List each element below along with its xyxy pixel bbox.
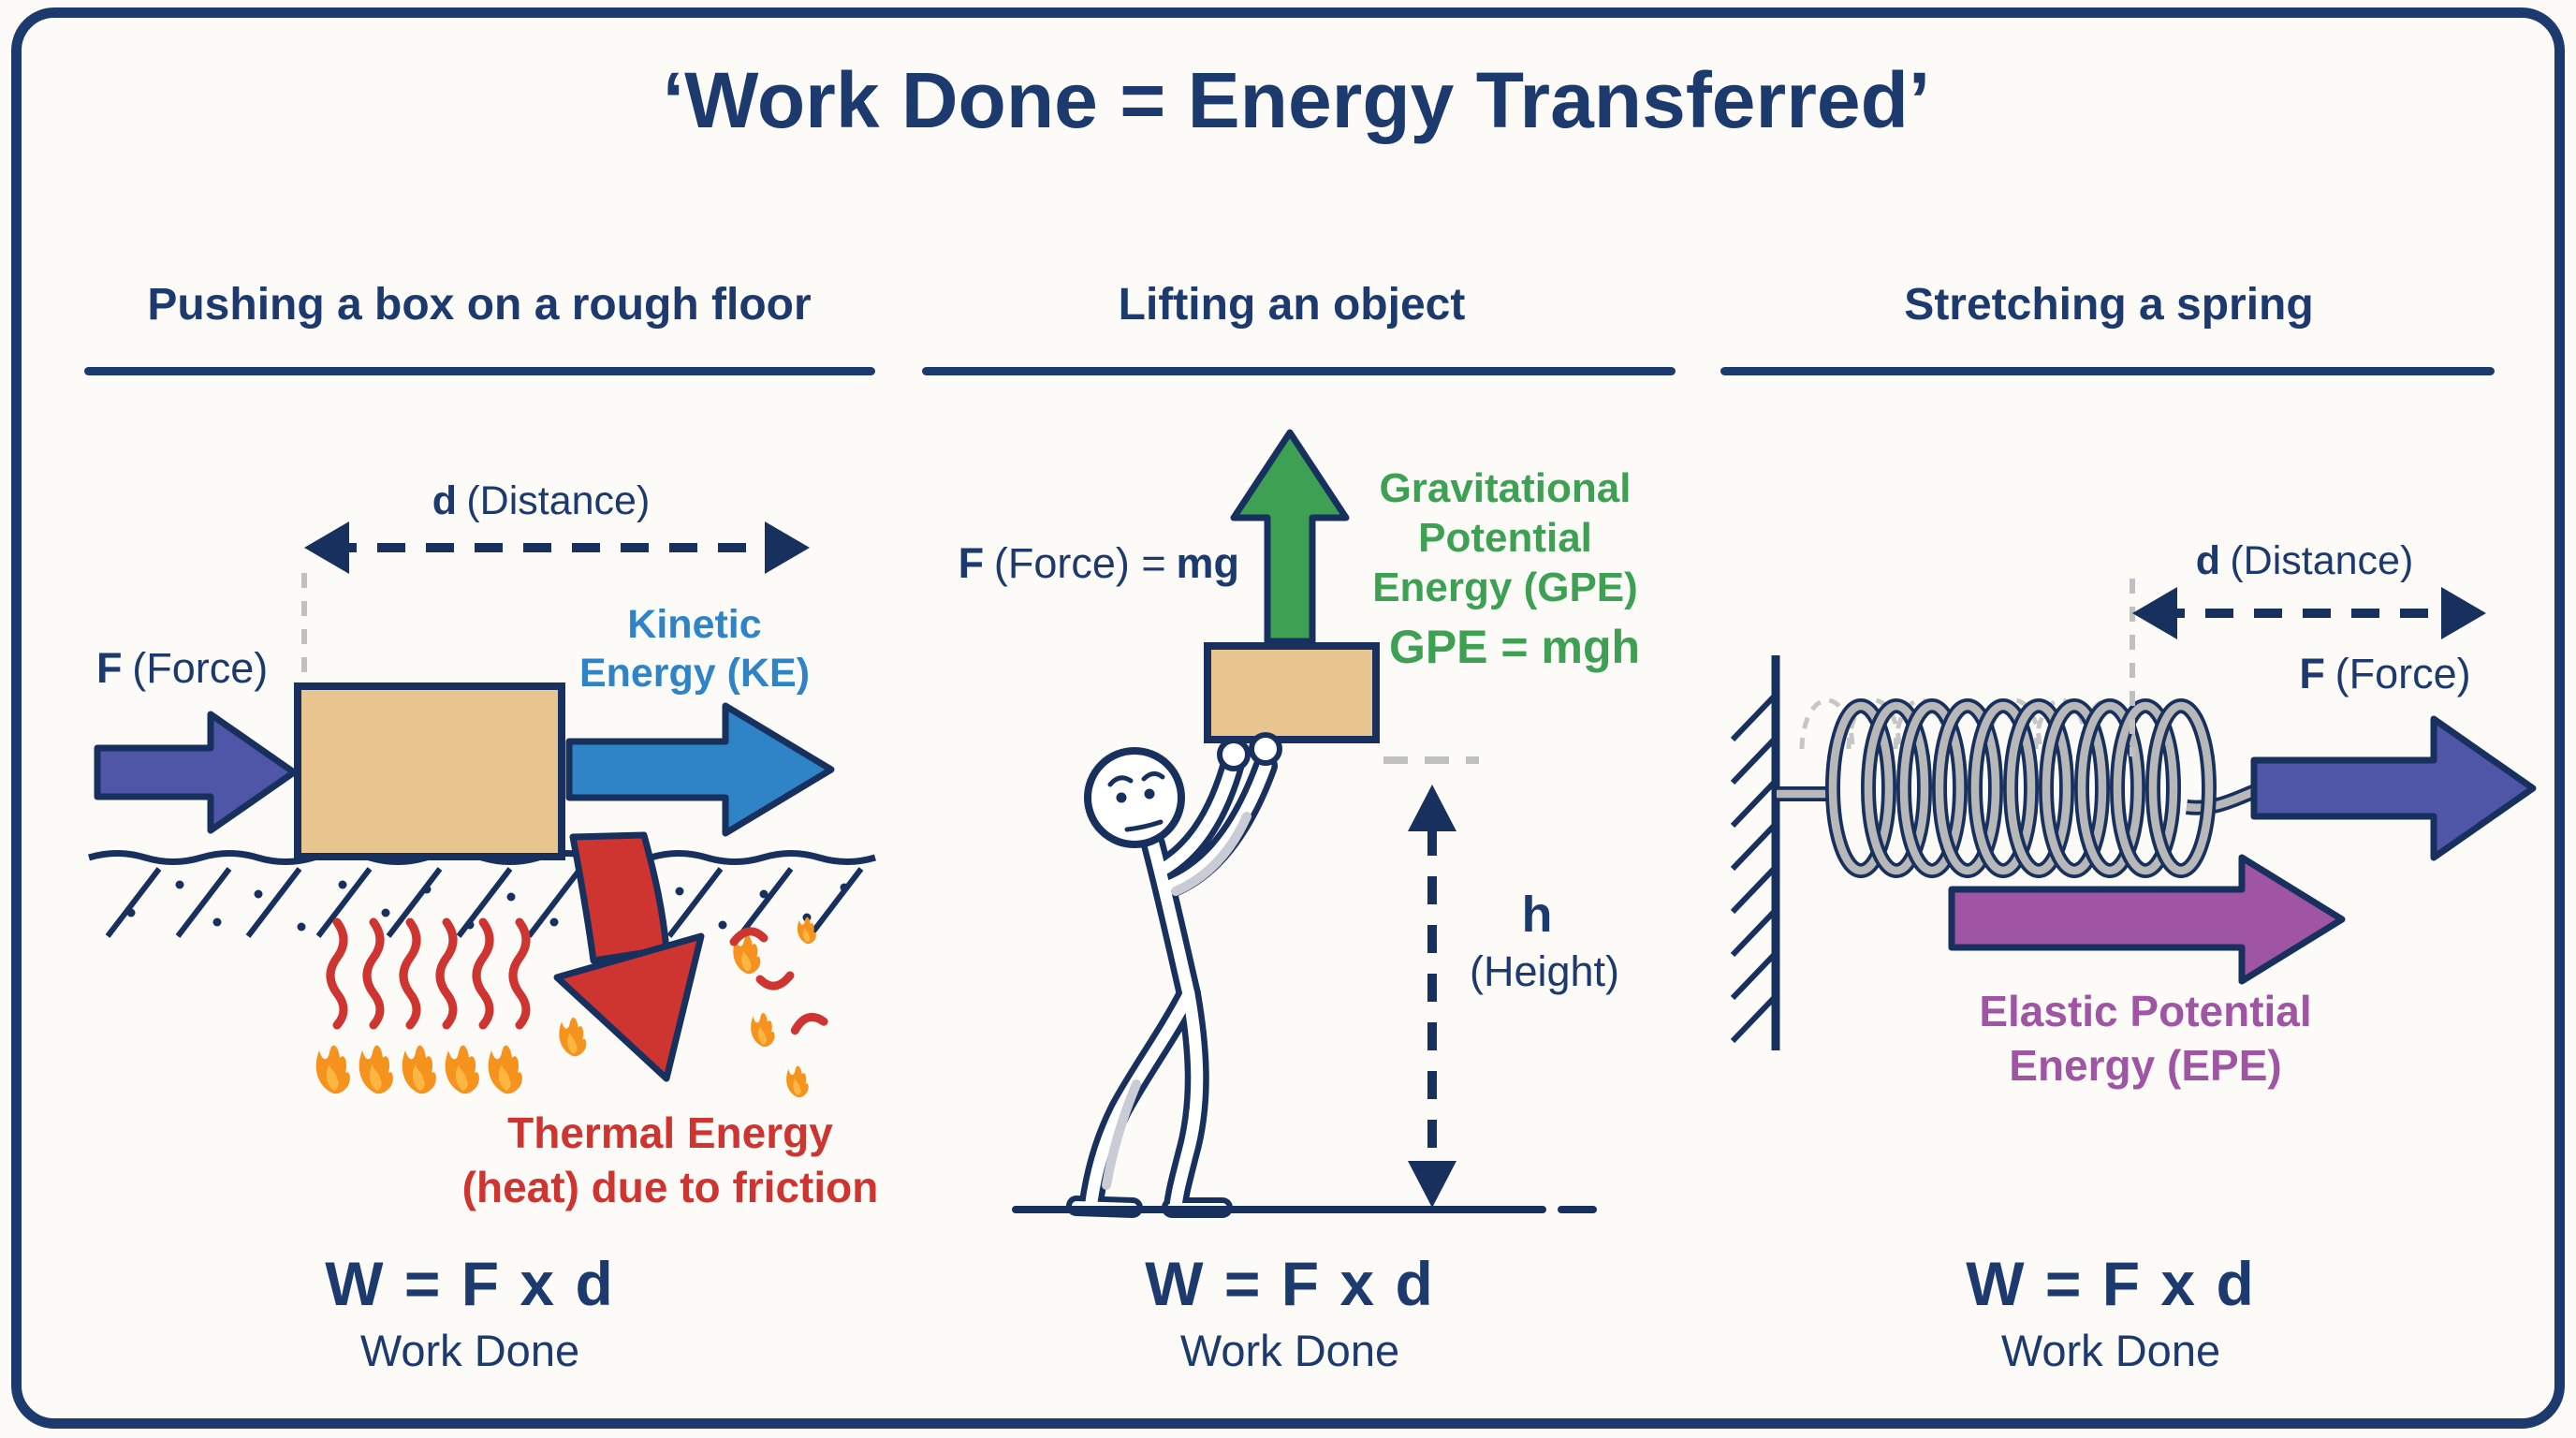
height-symbol: h xyxy=(1521,887,1553,943)
wall xyxy=(1730,655,1780,1050)
epe-label: Elastic Potential Energy (EPE) xyxy=(1979,987,2312,1090)
stretching-formula: W = F x d xyxy=(1966,1249,2256,1318)
force-arrow xyxy=(94,711,298,834)
spring-scene xyxy=(1730,579,2537,1050)
distance-arrow xyxy=(304,521,810,574)
pushing-formula-caption: Work Done xyxy=(359,1326,580,1375)
distance-arrow-spring xyxy=(2132,587,2486,639)
force-label: F(Force) xyxy=(96,644,269,692)
thermal-energy-label: Thermal Energy (heat) due to friction xyxy=(461,1108,879,1211)
height-word: (Height) xyxy=(1469,947,1620,995)
lifting-scene xyxy=(1012,429,1597,1218)
kinetic-energy-arrow xyxy=(565,702,835,837)
spring-force-arrow xyxy=(2250,715,2537,861)
spring-distance-label: d(Distance) xyxy=(2195,538,2414,583)
gpe-label: Gravitational Potential Energy (GPE) xyxy=(1372,465,1638,610)
person-hands xyxy=(1217,732,1282,771)
kinetic-energy-label: Kinetic Energy (KE) xyxy=(578,602,811,696)
height-arrow xyxy=(1408,785,1456,1208)
pushing-formula: W = F x d xyxy=(325,1249,615,1318)
page-title: ‘Work Done = Energy Transferred’ xyxy=(662,56,1931,144)
lifting-formula: W = F x d xyxy=(1145,1249,1435,1318)
spring-force-label: F(Force) xyxy=(2299,650,2471,697)
person-lifting xyxy=(1066,747,1278,1218)
stretching-header-rule xyxy=(1720,367,2495,375)
lifting-header: Lifting an object xyxy=(1118,280,1466,330)
spring xyxy=(1777,706,2261,871)
pushing-scene xyxy=(87,521,877,1098)
lifting-formula-caption: Work Done xyxy=(1179,1326,1400,1375)
lifted-box xyxy=(1204,642,1380,743)
thermal-energy-arrow xyxy=(553,831,705,1082)
distance-label: d(Distance) xyxy=(432,478,651,523)
flames xyxy=(315,917,816,1098)
pushing-header-rule xyxy=(84,367,875,375)
lifting-header-rule xyxy=(922,367,1676,375)
force-mg-label: F(Force) =mg xyxy=(958,539,1239,587)
gpe-arrow xyxy=(1230,429,1350,645)
stretching-header: Stretching a spring xyxy=(1904,280,2314,330)
box-on-floor xyxy=(294,682,565,860)
pushing-header: Pushing a box on a rough floor xyxy=(147,280,812,330)
person-face xyxy=(1107,771,1165,832)
epe-arrow xyxy=(1948,854,2346,985)
heat-waves xyxy=(330,922,526,1025)
gpe-formula: GPE = mgh xyxy=(1388,621,1641,673)
stretching-formula-caption: Work Done xyxy=(2000,1326,2221,1375)
